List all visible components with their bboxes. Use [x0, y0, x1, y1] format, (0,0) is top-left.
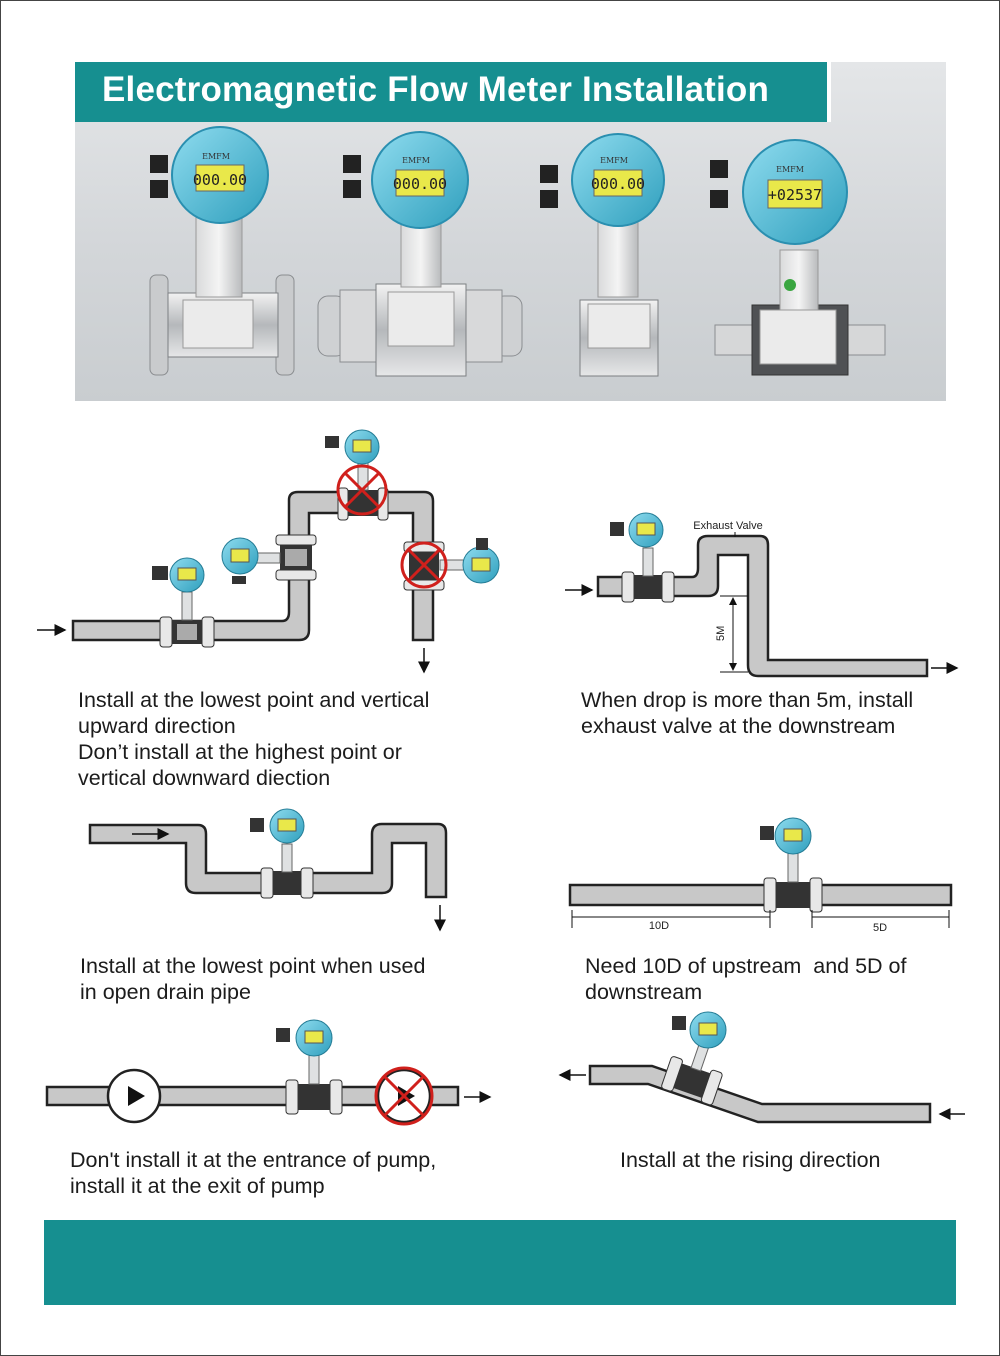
product-photo-threaded: +02537 EMFM [710, 139, 886, 376]
meter-icon-prohibited [325, 429, 389, 521]
downstream-length-label: 5D [873, 922, 887, 934]
photo-3-display: 000.00 [591, 175, 645, 193]
page-title: Electromagnetic Flow Meter Installation [102, 70, 770, 109]
photo-2-display: 000.00 [393, 175, 447, 193]
photo-4-brand: EMFM [776, 165, 804, 174]
product-photo-sanitary: 000.00 EMFM [317, 131, 523, 377]
diagram-straight-run [568, 883, 953, 907]
diagram-exhaust-valve [596, 534, 929, 678]
meter-icon [760, 817, 823, 913]
upstream-length-label: 10D [649, 920, 669, 932]
caption-open-drain: Install at the lowest point when used in… [80, 954, 426, 1004]
meter-icon [221, 534, 317, 584]
caption-exhaust-valve: When drop is more than 5m, install exhau… [581, 688, 914, 738]
caption-straight-run: Need 10D of upstream and 5D of downstrea… [585, 954, 907, 1004]
photo-4-display: +02537 [768, 186, 822, 204]
caption-pump: Don't install it at the entrance of pump… [70, 1148, 437, 1198]
meter-icon [276, 1019, 343, 1115]
caption-lowest-point: Install at the lowest point and vertical… [78, 688, 430, 790]
meter-icon [152, 557, 215, 648]
meter-icon [610, 512, 675, 603]
exhaust-valve-label: Exhaust Valve [693, 520, 763, 532]
photo-2-brand: EMFM [402, 156, 430, 165]
footer-bar [44, 1220, 956, 1305]
diagram-open-drain [88, 822, 448, 899]
drop-height-label: 5M [715, 626, 727, 641]
pump-icon-prohibited [374, 1066, 434, 1126]
product-photo-wafer: 000.00 EMFM [540, 133, 665, 377]
photo-1-display: 000.00 [193, 171, 247, 189]
photo-3-brand: EMFM [600, 156, 628, 165]
meter-icon-prohibited [400, 538, 500, 591]
product-photo-flanged: 000.00 EMFM [149, 126, 295, 376]
title-bar: Electromagnetic Flow Meter Installation [75, 62, 831, 122]
diagram-lowest-point [71, 490, 435, 642]
diagram-rising [588, 1064, 932, 1124]
pump-icon [106, 1068, 162, 1124]
meter-icon [250, 808, 314, 899]
caption-rising: Install at the rising direction [620, 1148, 881, 1172]
photo-1-brand: EMFM [202, 152, 230, 161]
